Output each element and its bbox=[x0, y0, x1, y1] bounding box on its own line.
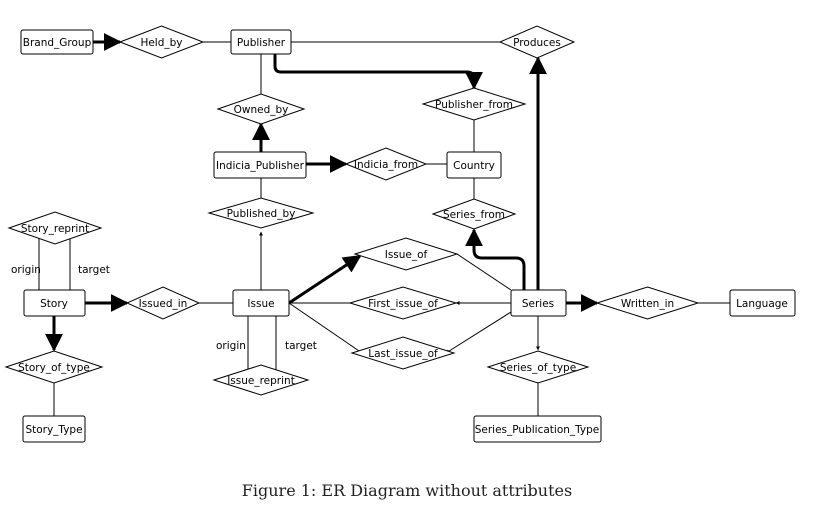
entity-issue[interactable]: Issue bbox=[232, 289, 290, 317]
rel-published-by-label: Published_by bbox=[227, 208, 296, 220]
rel-issue-of[interactable]: Issue_of bbox=[353, 237, 459, 271]
rel-produces[interactable]: Produces bbox=[498, 25, 576, 59]
entity-series-publication-type-label: Series_Publication_Type bbox=[475, 424, 600, 436]
rel-issue-reprint-label: Issue_reprint bbox=[227, 375, 295, 387]
rel-story-of-type-label: Story_of_type bbox=[18, 362, 90, 374]
rel-series-of-type[interactable]: Series_of_type bbox=[486, 350, 590, 384]
entity-language[interactable]: Language bbox=[729, 289, 796, 317]
connectors bbox=[38, 41, 730, 416]
story-target-label: target bbox=[78, 264, 110, 276]
entities: Brand_Group Publisher Indicia_Publisher … bbox=[20, 29, 796, 443]
rel-publisher-from[interactable]: Publisher_from bbox=[421, 87, 527, 121]
entity-publisher[interactable]: Publisher bbox=[230, 29, 292, 55]
edge-issueof-series bbox=[456, 253, 512, 291]
rel-indicia-from[interactable]: Indicia_from bbox=[344, 147, 428, 181]
rel-first-issue-of[interactable]: First_issue_of bbox=[348, 286, 458, 320]
issue-target-label: target bbox=[285, 340, 317, 352]
edge-labels: origin target origin target bbox=[11, 264, 317, 352]
edge-series-lastissueof bbox=[445, 311, 512, 354]
rel-series-of-type-label: Series_of_type bbox=[500, 362, 576, 374]
rel-series-from-label: Series_from bbox=[443, 209, 505, 221]
rel-issued-in-label: Issued_in bbox=[139, 298, 188, 310]
entity-publisher-label: Publisher bbox=[237, 37, 286, 49]
edge-series-seriesfrom bbox=[465, 228, 526, 290]
rel-publisher-from-label: Publisher_from bbox=[435, 99, 513, 111]
rel-issued-in[interactable]: Issued_in bbox=[125, 286, 201, 320]
entity-indicia-publisher[interactable]: Indicia_Publisher bbox=[213, 151, 307, 179]
rel-held-by[interactable]: Held_by bbox=[118, 25, 205, 59]
rel-produces-label: Produces bbox=[513, 37, 561, 49]
rel-first-issue-of-label: First_issue_of bbox=[368, 298, 438, 310]
entity-indicia-publisher-label: Indicia_Publisher bbox=[216, 160, 305, 172]
rel-written-in[interactable]: Written_in bbox=[595, 286, 700, 320]
entity-series-publication-type[interactable]: Series_Publication_Type bbox=[473, 415, 602, 443]
edge-publisher-publisherfrom bbox=[273, 54, 483, 90]
relationships: Held_by Produces Owned_by Publisher_from… bbox=[4, 25, 700, 396]
entity-country[interactable]: Country bbox=[446, 151, 502, 179]
entity-brand-group-label: Brand_Group bbox=[23, 37, 92, 49]
rel-owned-by[interactable]: Owned_by bbox=[216, 93, 306, 125]
rel-issue-of-label: Issue_of bbox=[385, 249, 428, 261]
entity-brand-group[interactable]: Brand_Group bbox=[20, 29, 94, 55]
entity-country-label: Country bbox=[453, 160, 495, 172]
entity-story[interactable]: Story bbox=[23, 289, 86, 317]
rel-series-from[interactable]: Series_from bbox=[431, 198, 517, 230]
entity-series[interactable]: Series bbox=[510, 289, 567, 317]
rel-story-reprint[interactable]: Story_reprint bbox=[7, 211, 103, 245]
story-origin-label: origin bbox=[11, 264, 41, 276]
entity-story-label: Story bbox=[40, 298, 68, 310]
rel-story-reprint-label: Story_reprint bbox=[21, 223, 89, 235]
issue-origin-label: origin bbox=[216, 340, 246, 352]
entity-series-label: Series bbox=[522, 298, 554, 310]
rel-issue-reprint[interactable]: Issue_reprint bbox=[212, 364, 310, 396]
entity-issue-label: Issue bbox=[247, 298, 274, 310]
edge-issue-issueof bbox=[288, 254, 362, 305]
figure-caption: Figure 1: ER Diagram without attributes bbox=[241, 481, 573, 500]
entity-story-type[interactable]: Story_Type bbox=[22, 415, 86, 443]
rel-last-issue-of-label: Last_issue_of bbox=[368, 348, 438, 360]
rel-owned-by-label: Owned_by bbox=[234, 104, 289, 116]
rel-indicia-from-label: Indicia_from bbox=[354, 159, 418, 171]
entity-story-type-label: Story_Type bbox=[25, 424, 82, 436]
rel-held-by-label: Held_by bbox=[140, 37, 182, 49]
entity-language-label: Language bbox=[736, 298, 788, 310]
thick-connectors bbox=[45, 33, 599, 352]
rel-written-in-label: Written_in bbox=[621, 298, 674, 310]
edge-issue-lastissueof bbox=[288, 302, 363, 354]
rel-published-by[interactable]: Published_by bbox=[207, 197, 315, 229]
rel-story-of-type[interactable]: Story_of_type bbox=[4, 350, 104, 384]
er-diagram: Brand_Group Publisher Indicia_Publisher … bbox=[4, 25, 796, 443]
rel-last-issue-of[interactable]: Last_issue_of bbox=[350, 336, 456, 370]
